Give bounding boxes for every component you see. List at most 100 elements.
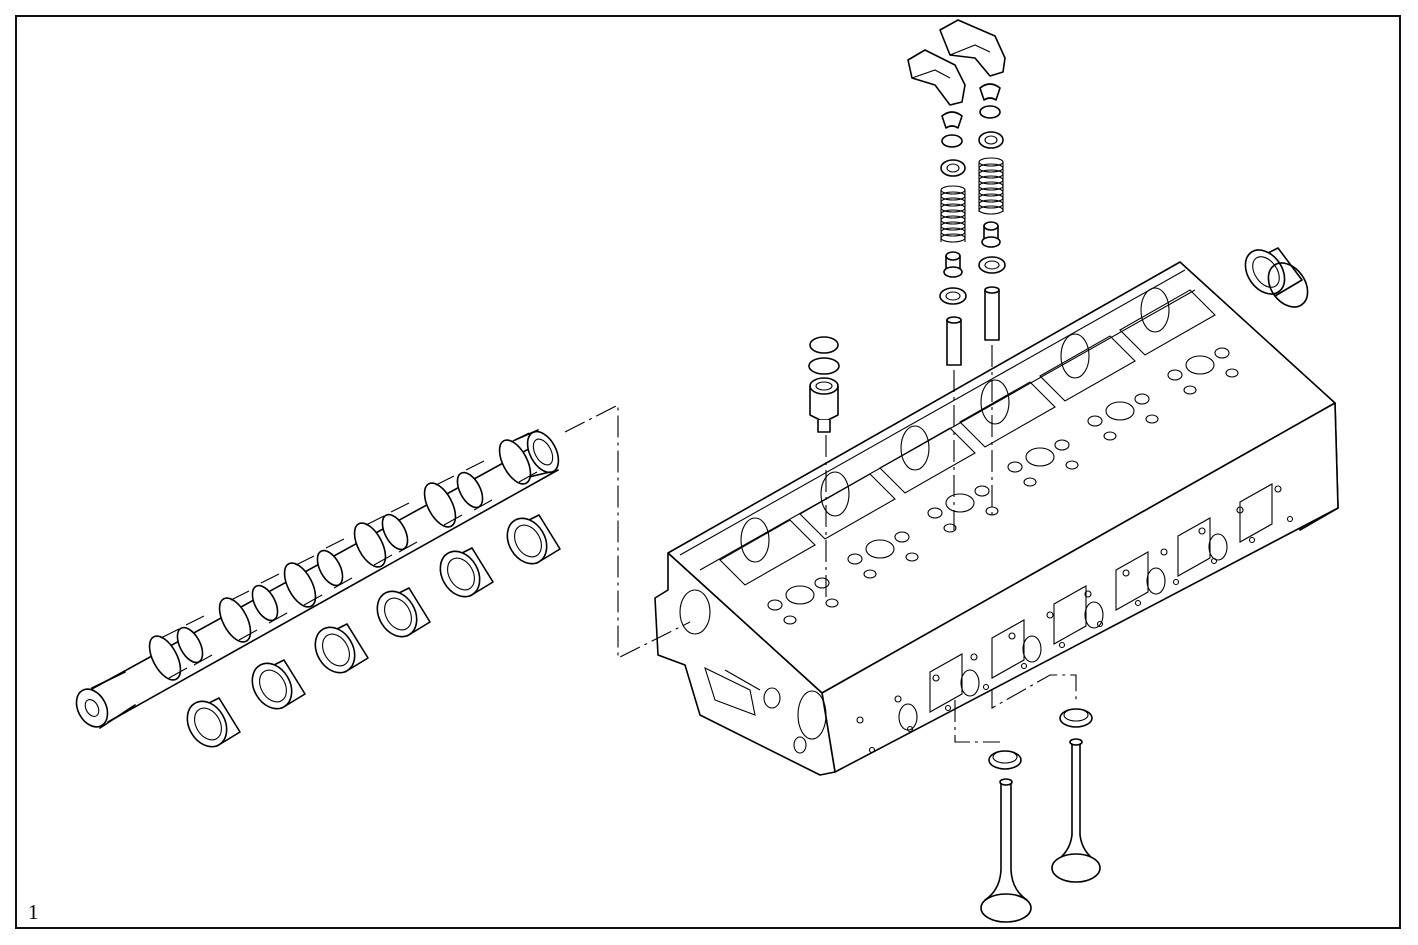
face-hole bbox=[1020, 662, 1028, 670]
valve-spring-left bbox=[940, 185, 966, 243]
bolt-hole bbox=[1183, 385, 1197, 395]
cam-edge bbox=[510, 432, 538, 483]
spring-outline bbox=[978, 162, 1004, 212]
cam-edge bbox=[185, 615, 213, 666]
cam-journal bbox=[423, 482, 457, 528]
face-hole bbox=[1172, 578, 1180, 586]
valve-stack-right bbox=[939, 19, 1006, 520]
bearing-bore bbox=[514, 524, 542, 558]
cam-edge bbox=[365, 515, 393, 566]
valve-seat bbox=[1214, 347, 1230, 359]
valve-seat bbox=[927, 507, 943, 519]
valve-seat bbox=[974, 485, 990, 497]
bearing-bore bbox=[194, 707, 222, 741]
cam-edge bbox=[325, 538, 353, 589]
face-hole bbox=[1134, 599, 1142, 607]
face-holes bbox=[856, 485, 1294, 754]
valve-seat bbox=[1054, 439, 1070, 451]
bearing-face bbox=[506, 517, 548, 565]
bearing-face bbox=[439, 550, 481, 598]
bearing-rear bbox=[1244, 247, 1309, 308]
face-hole bbox=[1122, 569, 1130, 577]
bay-bore bbox=[1140, 287, 1170, 333]
cam-edge bbox=[230, 590, 258, 641]
cam-journal bbox=[498, 439, 532, 485]
intake-port bbox=[991, 619, 1025, 679]
face-hole bbox=[1210, 557, 1218, 565]
cam-journal bbox=[148, 635, 182, 681]
cam-edge bbox=[435, 475, 463, 526]
injector-bore bbox=[1185, 355, 1215, 375]
face-hole bbox=[1236, 506, 1244, 514]
bolt-hole bbox=[943, 523, 957, 533]
camshaft-bearing bbox=[506, 514, 561, 565]
cam-edge bbox=[465, 460, 493, 511]
camshaft-bearing bbox=[439, 547, 494, 598]
camshaft-bearing bbox=[186, 697, 241, 748]
bay-wall bbox=[1119, 289, 1216, 356]
valve-seat bbox=[894, 531, 910, 543]
face-hole bbox=[1274, 485, 1282, 493]
face-hole bbox=[1058, 641, 1066, 649]
valve-seat bbox=[1134, 393, 1150, 405]
intake-port bbox=[929, 653, 963, 713]
injector-bore bbox=[865, 539, 895, 559]
intake-port bbox=[1053, 585, 1087, 645]
face-hole bbox=[906, 725, 914, 733]
face-hole bbox=[1084, 590, 1092, 598]
cylinder-bay bbox=[1039, 333, 1159, 441]
bay-bore bbox=[740, 517, 770, 563]
face-hole bbox=[1248, 536, 1256, 544]
drawing-frame bbox=[15, 15, 1401, 929]
bolt-hole bbox=[863, 569, 877, 579]
cylinder-head bbox=[654, 261, 1339, 776]
face-hole bbox=[1046, 611, 1054, 619]
bay-bore bbox=[820, 471, 850, 517]
bolt-hole bbox=[1225, 368, 1239, 378]
bay-bore bbox=[900, 425, 930, 471]
injector-bore bbox=[785, 585, 815, 605]
bolt-hole bbox=[825, 598, 839, 608]
face-hole bbox=[1286, 515, 1294, 523]
intake-port bbox=[1177, 517, 1211, 577]
bearing-bore bbox=[384, 597, 412, 631]
cylinder-bay bbox=[719, 517, 839, 625]
bay-wall bbox=[799, 473, 896, 540]
face-bore bbox=[1146, 567, 1166, 595]
cylinder-bay bbox=[799, 471, 919, 579]
camshaft-bearing bbox=[251, 659, 306, 710]
intake-ports bbox=[898, 483, 1273, 731]
face-hole bbox=[932, 674, 940, 682]
cam-edge bbox=[390, 502, 418, 553]
cam-journal bbox=[218, 597, 252, 643]
face-hole bbox=[1198, 527, 1206, 535]
intake-port bbox=[1239, 483, 1273, 543]
cam-edge bbox=[160, 628, 188, 679]
cam-edge bbox=[260, 573, 288, 624]
injector-bore bbox=[945, 493, 975, 513]
valve-stack-left bbox=[907, 49, 967, 530]
injector-bore bbox=[1025, 447, 1055, 467]
intake-port bbox=[1115, 551, 1149, 611]
valve-seat bbox=[847, 553, 863, 565]
spring-outline bbox=[940, 190, 966, 242]
cylinder-bays bbox=[719, 287, 1239, 625]
bolt-hole bbox=[1023, 477, 1037, 487]
cylinder-bay bbox=[959, 379, 1079, 487]
face-hole bbox=[868, 746, 876, 754]
bearing-face bbox=[314, 626, 356, 674]
valve-seat bbox=[814, 577, 830, 589]
bay-bore bbox=[980, 379, 1010, 425]
bolt-hole bbox=[905, 552, 919, 562]
face-bore bbox=[1084, 601, 1104, 629]
cam-journal bbox=[353, 522, 387, 568]
spring-coil bbox=[940, 233, 966, 243]
bearing-face bbox=[251, 662, 293, 710]
camshaft-bearing bbox=[376, 587, 431, 638]
cylinder-bay bbox=[1119, 287, 1239, 395]
face-hole bbox=[856, 716, 864, 724]
cam-edge bbox=[295, 555, 323, 606]
face-hole bbox=[982, 683, 990, 691]
bay-wall bbox=[959, 381, 1056, 448]
